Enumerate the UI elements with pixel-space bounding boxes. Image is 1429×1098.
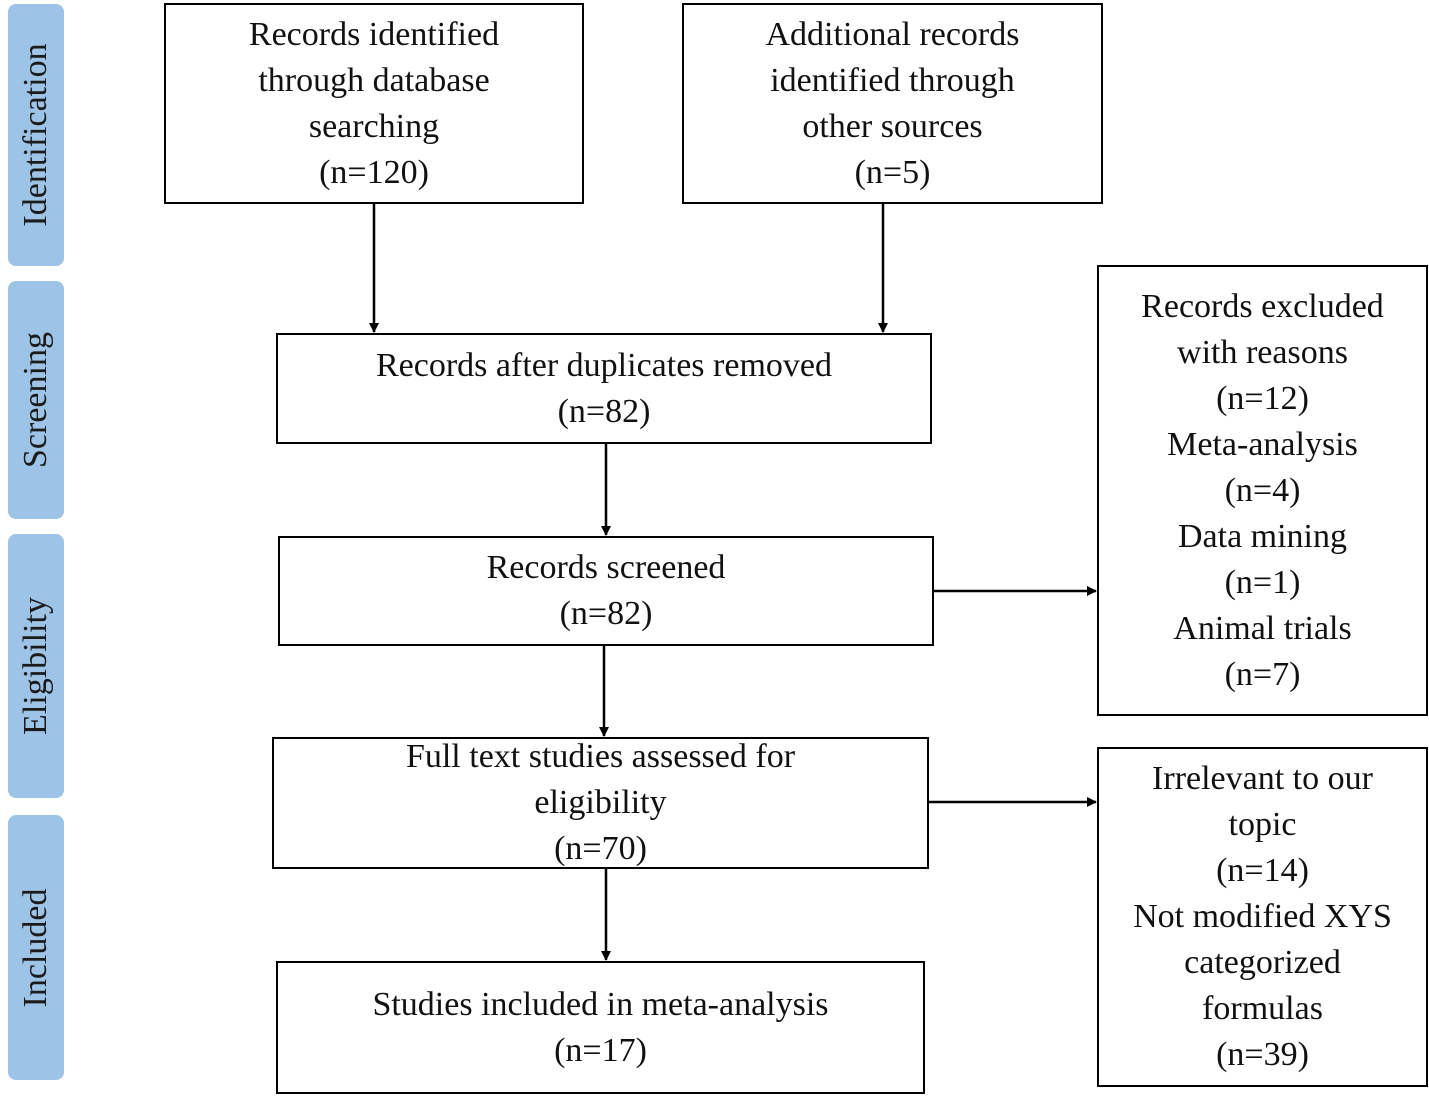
box-full-text-excluded: Irrelevant to our topic (n=14) Not modif… [1097,747,1428,1087]
box-text-line: categorized [1184,944,1341,981]
box-count: (n=82) [559,595,653,632]
box-text-line: Not modified XYS [1133,898,1392,935]
box-count: (n=120) [319,153,429,191]
box-text-line: topic [1228,806,1297,843]
box-count: (n=7) [1224,655,1301,693]
box-count: (n=14) [1216,852,1309,889]
box-full-text-assessed: Full text studies assessed for eligibili… [272,737,929,869]
box-count: (n=12) [1216,379,1309,417]
box-text-line: Studies included in meta-analysis [372,985,829,1023]
box-count: (n=70) [554,830,647,867]
box-database-records: Records identified through database sear… [164,3,584,204]
box-studies-included: Studies included in meta-analysis (n=17) [276,961,925,1094]
box-text-line: with reasons [1177,333,1348,371]
box-count: (n=5) [854,153,931,191]
box-records-screened: Records screened (n=82) [278,536,934,646]
phase-eligibility: Eligibility [8,534,64,798]
box-text-line: Records after duplicates removed [376,346,832,384]
box-text-line: Animal trials [1173,609,1352,647]
box-count: (n=17) [554,1031,647,1069]
phase-identification: Identification [8,4,64,266]
box-text-line: Data mining [1177,517,1348,555]
box-text-line: Full text studies assessed for [405,738,796,775]
box-records-excluded: Records excluded with reasons (n=12) Met… [1097,265,1428,716]
box-text-line: Irrelevant to our [1152,760,1373,797]
box-text-line: Records identified [248,15,500,53]
box-text-line: Records excluded [1141,287,1384,325]
box-count: (n=82) [557,392,651,430]
box-text-line: identified through [770,61,1015,99]
box-duplicates-removed: Records after duplicates removed (n=82) [276,333,932,444]
phase-screening: Screening [8,281,64,519]
box-count: (n=1) [1224,563,1301,601]
box-text-line: Meta-analysis [1167,425,1358,463]
box-text-line: eligibility [534,784,667,821]
box-text-line: other sources [802,107,983,145]
box-text-line: Additional records [765,15,1020,53]
box-text-line: formulas [1202,990,1323,1027]
box-text-line: through database [258,61,490,99]
box-other-sources: Additional records identified through ot… [682,3,1103,204]
box-count: (n=39) [1216,1036,1309,1073]
box-text-line: Records screened [486,549,726,586]
box-text-line: searching [308,107,440,145]
phase-included: Included [8,815,64,1080]
box-count: (n=4) [1224,471,1301,509]
